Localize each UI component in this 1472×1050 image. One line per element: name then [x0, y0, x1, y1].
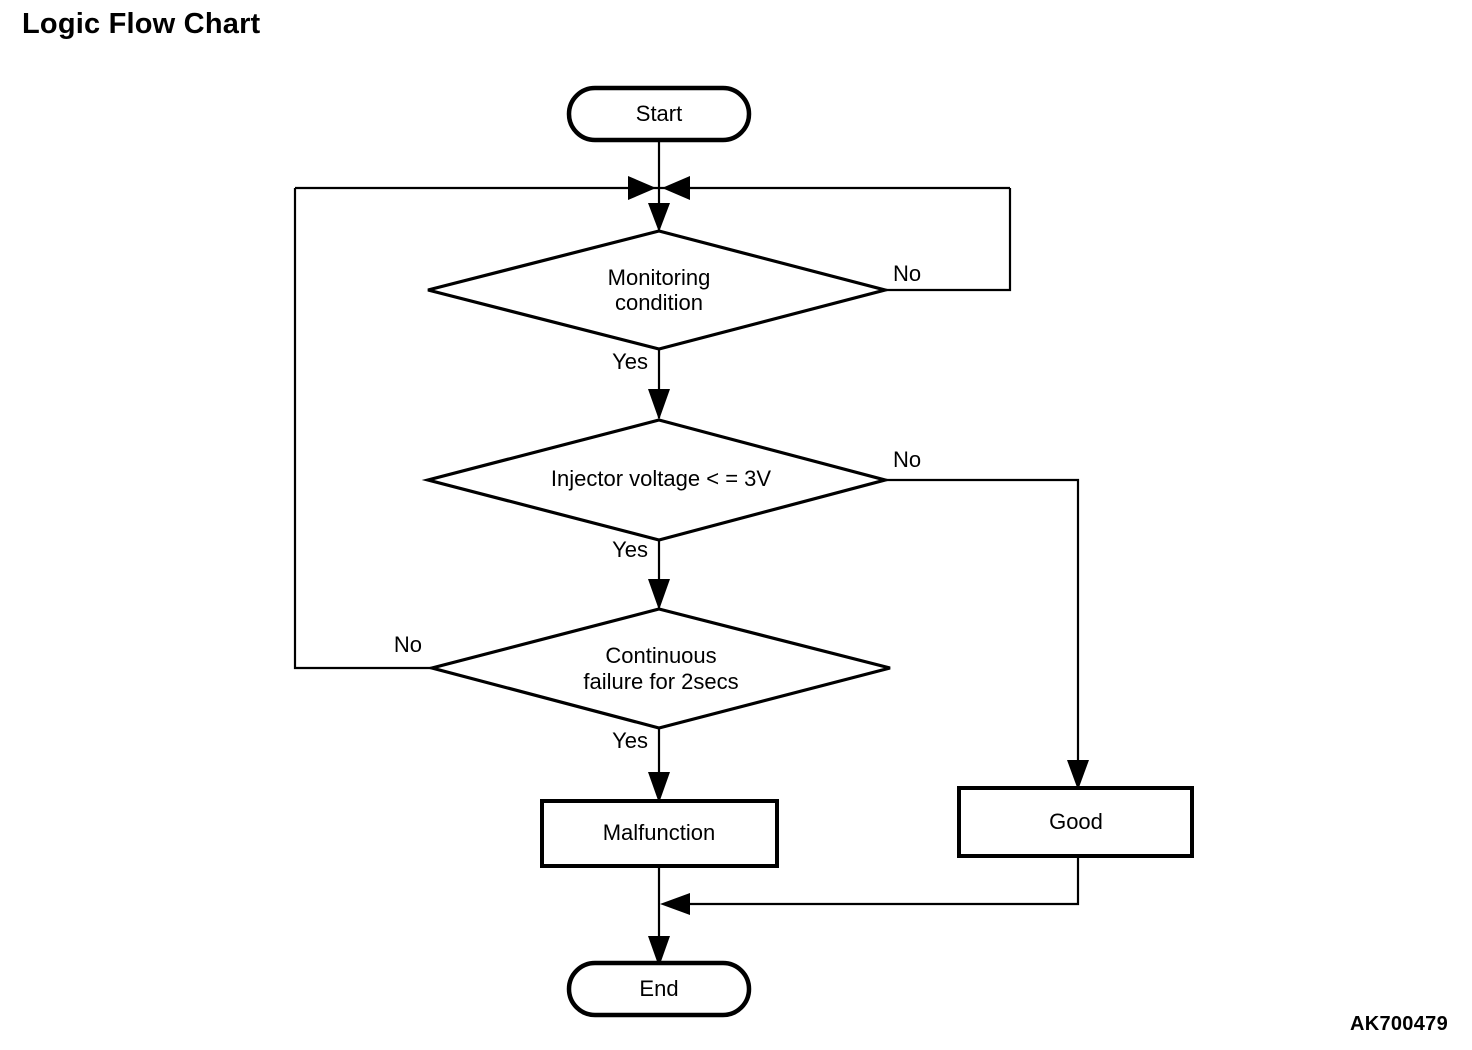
- node-injector-voltage: Injector voltage < = 3V: [421, 418, 892, 542]
- monitoring-condition-label-line1: Monitoring: [608, 265, 711, 290]
- node-continuous-failure: Continuous failure for 2secs: [425, 607, 891, 730]
- edge-monitoring-no: No: [885, 188, 1012, 292]
- node-monitoring-condition: Monitoring condition: [427, 229, 892, 351]
- edge-continuous-no: No: [293, 188, 432, 670]
- page-title: Logic Flow Chart: [22, 8, 261, 40]
- node-end: End: [566, 960, 752, 1018]
- arrow-to-end-icon: [648, 936, 670, 967]
- edge-continuous-yes: Yes: [612, 728, 670, 803]
- node-good: Good: [957, 786, 1194, 858]
- junction-arrow-right-icon: [662, 176, 690, 200]
- edge-good-to-end: [660, 856, 1080, 915]
- edge-monitoring-yes: Yes: [612, 349, 670, 420]
- edge-voltage-no: No: [885, 447, 1089, 790]
- node-malfunction: Malfunction: [540, 799, 779, 868]
- monitoring-condition-label-line2: condition: [615, 290, 703, 315]
- voltage-yes-label: Yes: [612, 537, 648, 562]
- good-shape: [957, 786, 1194, 858]
- node-start: Start: [566, 85, 752, 143]
- monitoring-no-label: No: [893, 261, 921, 286]
- edge-voltage-yes: Yes: [612, 537, 670, 610]
- injector-voltage-label: Injector voltage < = 3V: [551, 466, 771, 491]
- merge-junction: [295, 176, 1010, 232]
- malfunction-shape: [540, 799, 779, 868]
- voltage-no-label: No: [893, 447, 921, 472]
- arrow-to-good-icon: [1067, 760, 1089, 790]
- malfunction-label: Malfunction: [603, 820, 716, 845]
- arrow-to-monitoring-icon: [648, 203, 670, 232]
- good-label: Good: [1049, 809, 1103, 834]
- arrow-merge-good-icon: [660, 893, 690, 915]
- end-shape: [566, 960, 752, 1018]
- monitoring-yes-label: Yes: [612, 349, 648, 374]
- continuous-failure-label-line1: Continuous: [605, 643, 716, 668]
- junction-arrow-left-icon: [628, 176, 656, 200]
- arrow-to-continuous-icon: [648, 579, 670, 610]
- arrow-to-voltage-icon: [648, 389, 670, 420]
- arrow-to-malfunction-icon: [648, 772, 670, 803]
- end-label: End: [639, 976, 678, 1001]
- continuous-no-label: No: [394, 632, 422, 657]
- continuous-yes-label: Yes: [612, 728, 648, 753]
- start-label: Start: [636, 101, 682, 126]
- watermark-code: AK700479: [1349, 1013, 1448, 1035]
- edge-malfunction-to-end: [648, 866, 670, 967]
- continuous-failure-label-line2: failure for 2secs: [583, 669, 738, 694]
